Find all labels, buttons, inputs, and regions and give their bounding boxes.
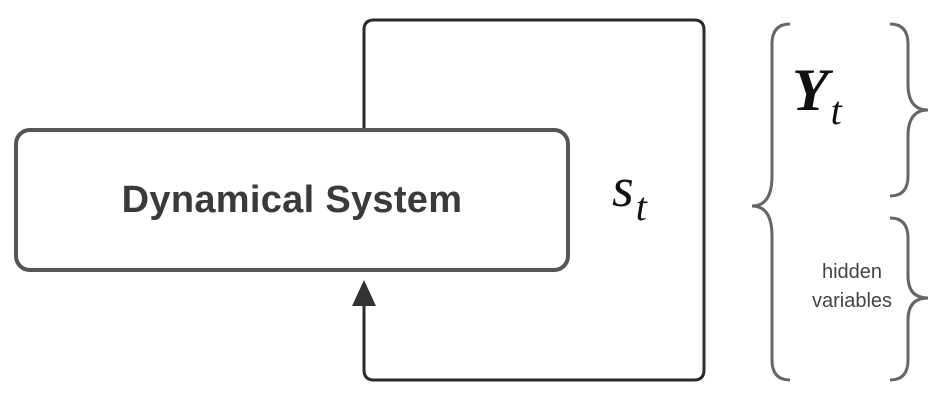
- arrow-head-icon: [352, 280, 376, 306]
- hidden-line-2: variables: [811, 290, 893, 312]
- dynamical-system-box: [14, 128, 570, 272]
- observed-brace-left: [751, 22, 791, 237]
- state-variable-label: st: [612, 157, 647, 227]
- observed-variable-label: Yt: [792, 57, 842, 131]
- hidden-line-1: hidden: [821, 261, 883, 283]
- hidden-brace-left: [770, 236, 791, 382]
- feedback-loop-line: [362, 18, 706, 382]
- state-subscript: t: [635, 184, 647, 229]
- observed-subscript: t: [830, 88, 842, 133]
- observed-symbol: Y: [792, 57, 829, 123]
- observed-brace-right: [889, 22, 929, 198]
- hidden-brace-right: [889, 216, 929, 382]
- dynamical-system-label: Dynamical System: [121, 178, 463, 221]
- hidden-variables-label: hidden variables: [788, 258, 916, 316]
- state-symbol: s: [612, 157, 634, 219]
